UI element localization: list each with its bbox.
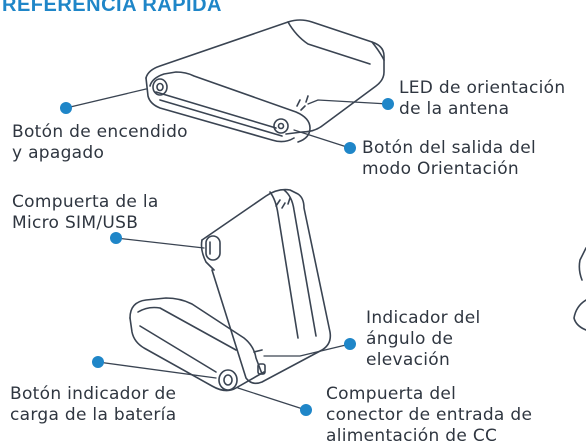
callout-dot-elevation <box>344 338 356 350</box>
label-line: alimentación de CC <box>326 426 498 446</box>
label-line: Botón del salida del <box>362 138 536 158</box>
callout-dot-led <box>382 98 394 110</box>
label-line: ángulo de <box>366 329 454 349</box>
label-line: modo Orientación <box>362 159 520 179</box>
label-elevation-indicator: Indicador del ángulo de elevación <box>366 308 481 371</box>
label-line: Compuerta del <box>326 384 457 404</box>
device-closed-illustration <box>145 19 385 143</box>
label-line: conector de entrada de <box>326 405 533 425</box>
label-line: de la antena <box>399 99 510 119</box>
callout-dot-sim <box>110 232 122 244</box>
label-line: Botón indicador de <box>10 384 177 404</box>
callout-dot-dc <box>300 404 312 416</box>
label-dc-input-door: Compuerta del conector de entrada de ali… <box>326 384 532 447</box>
partial-device-illustration <box>573 247 586 331</box>
label-sim-usb-door: Compuerta de la Micro SIM/USB <box>12 192 159 234</box>
label-line: carga de la batería <box>10 405 177 425</box>
callout-dot-power <box>60 102 72 114</box>
label-line: Botón de encendido <box>12 122 188 142</box>
callout-dot-battery <box>92 356 104 368</box>
leader-battery <box>97 361 217 379</box>
leader-power <box>65 88 147 109</box>
label-line: LED de orientación <box>399 78 566 98</box>
label-line: elevación <box>366 350 451 370</box>
label-line: Indicador del <box>366 308 481 328</box>
callout-dot-exit <box>344 142 356 154</box>
label-antenna-led: LED de orientación de la antena <box>399 78 565 120</box>
label-line: Compuerta de la <box>12 192 159 212</box>
leader-exit <box>293 129 351 149</box>
label-battery-button: Botón indicador de carga de la batería <box>10 384 176 426</box>
leader-dc <box>237 387 307 411</box>
device-open-illustration <box>129 188 332 392</box>
leader-sim <box>115 237 205 249</box>
label-exit-orientation: Botón del salida del modo Orientación <box>362 138 536 180</box>
leader-elevation <box>263 343 351 357</box>
page-title: REFERENCIA RAPIDA <box>2 0 222 16</box>
leader-led <box>307 99 389 105</box>
label-line: Micro SIM/USB <box>12 213 139 233</box>
label-power-button: Botón de encendido y apagado <box>12 122 188 164</box>
label-line: y apagado <box>12 143 105 163</box>
